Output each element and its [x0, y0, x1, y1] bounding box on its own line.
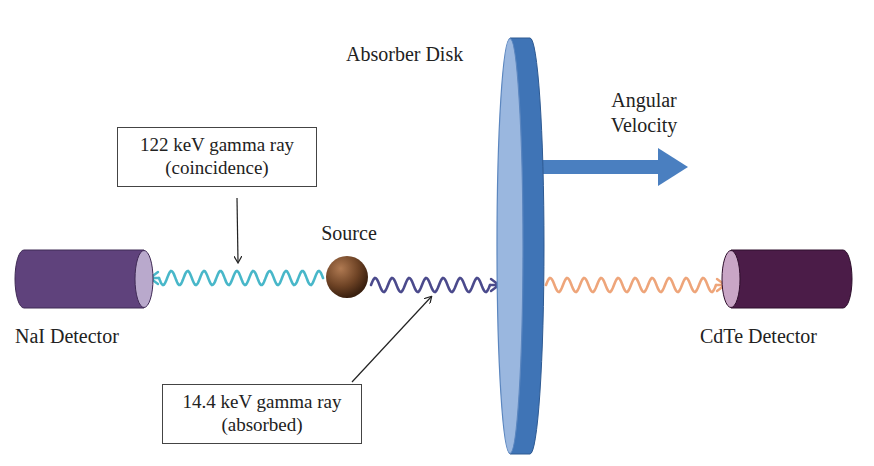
gamma-ray-wave	[371, 278, 499, 292]
leader-line	[352, 297, 431, 382]
gamma-ray-wave	[546, 278, 725, 292]
gamma-ray-wave	[150, 271, 323, 285]
part-label: NaI Detector	[15, 324, 165, 348]
nai-detector: NaI Detector	[15, 250, 153, 308]
callout-text: 122 keV gamma ray (coincidence)	[128, 134, 306, 180]
leader-line	[237, 198, 238, 262]
part-label: CdTe Detector	[700, 324, 850, 348]
cdte-detector-shape	[722, 250, 852, 308]
part-label: Absorber Disk	[346, 42, 496, 66]
angular-velocity-arrow	[538, 148, 688, 186]
nai-detector-shape	[15, 250, 153, 308]
absorber-disk: Absorber Disk	[496, 38, 544, 454]
source-sphere-shape	[325, 255, 369, 299]
callout-box: 14.4 keV gamma ray (absorbed)	[162, 384, 362, 444]
source-sphere: Source	[325, 255, 369, 299]
callout-box: 122 keV gamma ray (coincidence)	[117, 127, 317, 187]
callout-text: 14.4 keV gamma ray (absorbed)	[173, 391, 351, 437]
cdte-detector: CdTe Detector	[722, 250, 852, 308]
part-label: Source	[309, 221, 389, 245]
absorber-disk-shape	[496, 38, 544, 454]
annotation-label: Angular Velocity	[592, 88, 696, 138]
